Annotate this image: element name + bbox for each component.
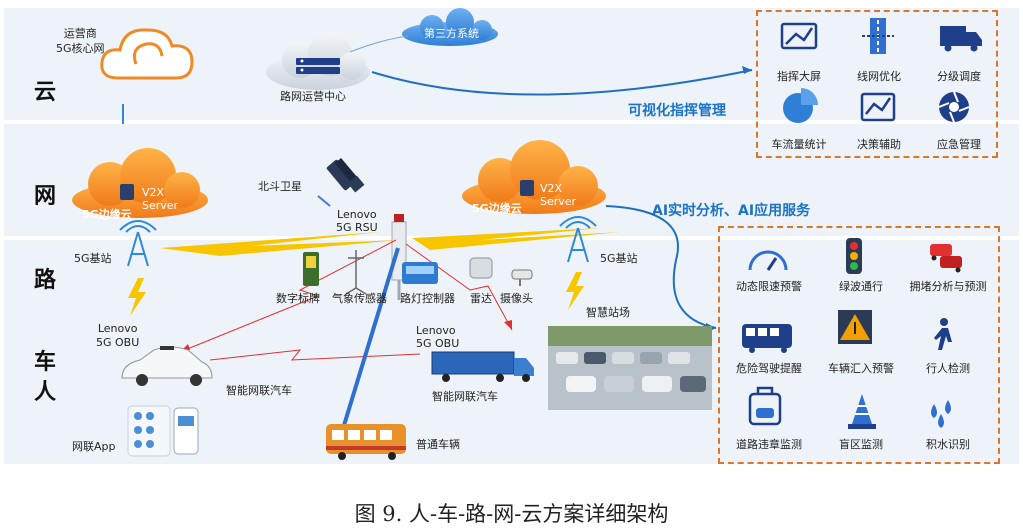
command-app-label: 决策辅助 [857,138,901,151]
wireless-bolt-right [412,228,620,250]
rsu-to-device-link [405,243,513,331]
ai-app-label: 车辆汇入预警 [828,362,894,375]
ai-app-label: 行人检测 [926,362,970,375]
device-label-digital-sign: 数字标牌 [276,292,320,305]
layer-label-cloud: 云 [34,80,57,105]
traffic-light-icon [846,238,862,274]
smart-station-label: 智慧站场 [586,306,630,319]
app-screens-icon [127,405,199,457]
warning-sign-icon [838,310,872,344]
edge-cloud-right-icon [462,140,606,214]
violation-camera-icon [748,386,782,426]
third-party-cloud-icon [402,8,498,46]
ops-to-third-party-line [349,35,409,53]
device-label-radar: 雷达 [470,292,492,305]
visual-command-label: 可视化指挥管理 [628,103,726,119]
connected-truck-label: 智能网联汽车 [432,390,498,403]
base-station-left-icon [119,220,157,267]
obu-right-label: Lenovo 5G OBU [416,324,460,350]
traffic-jam-icon [930,244,962,273]
ordinary-vehicle-label: 普通车辆 [416,438,460,451]
v2x-server-right-label: V2X Server [540,182,577,208]
ops-center-cloud-icon [266,32,370,90]
car-to-truck-link [209,349,421,361]
connected-car-label: 智能网联汽车 [226,384,292,397]
app-label: 网联App [72,440,116,453]
truck-icon [940,26,982,52]
ai-apps-box [718,226,1000,464]
third-party-label: 第三方系统 [424,27,479,40]
speedometer-icon [748,250,788,271]
ai-app-label: 盲区监测 [839,438,883,451]
edge-to-ai-link [605,205,717,329]
connected-truck-icon [431,351,534,382]
wireless-bolt-left [160,232,400,256]
ordinary-bus-icon [326,424,406,460]
ai-app-label: 拥堵分析与预测 [909,280,987,293]
water-drop-icon [931,400,951,428]
obu-left-label: Lenovo 5G OBU [96,322,140,349]
carrier-core-cloud-icon [100,28,194,80]
ops-to-command-link [371,69,753,96]
shutter-icon [938,91,970,123]
dashboard-screen-icon [780,22,818,50]
v2x-server-left-label: V2X Server [142,186,179,212]
bolt-icon-right [566,272,584,310]
ai-app-label: 动态限速预警 [736,280,802,293]
pedestrian-icon [934,318,952,350]
layer-label-vehicle-person: 车 人 [34,350,57,405]
beidou-satellite-icon [317,157,365,207]
command-app-label: 应急管理 [937,138,981,151]
line-chart-icon [860,92,896,122]
edge-cloud-left-label: 5G边缘云 [82,208,132,221]
rsu-to-car-link [179,239,397,353]
smart-station-lot-image [548,326,712,410]
edge-cloud-right-label: 5G边缘云 [472,202,522,215]
command-app-label: 分级调度 [937,70,981,83]
ai-services-label: AI实时分析、AI应用服务 [652,203,811,219]
ai-app-label: 危险驾驶提醒 [736,362,802,375]
device-label-weather-sensor: 气象传感器 [332,292,387,305]
edge-cloud-left-icon [72,148,208,218]
figure-caption: 图 9. 人-车-路-网-云方案详细架构 [354,502,669,526]
bolt-icon-left [128,278,146,316]
command-app-label: 指挥大屏 [777,70,821,83]
layer-label-network: 网 [34,184,57,209]
connected-car-icon [121,346,213,386]
device-label-camera: 摄像头 [500,292,533,305]
ai-app-label: 积水识别 [926,438,970,451]
carrier-core-label: 运营商 5G核心网 [56,27,105,55]
beidou-label: 北斗卫星 [258,180,302,193]
rsu-label: Lenovo 5G RSU [336,208,378,234]
device-label-light-controller: 路灯控制器 [400,292,455,305]
camera-icon [511,269,533,286]
ops-center-label: 路网运营中心 [280,90,346,103]
ai-app-label: 绿波通行 [839,280,883,293]
traffic-cone-icon [848,394,876,429]
bus-to-rsu-link [340,247,400,433]
command-apps-box [756,10,998,158]
base-station-right-icon [559,216,597,263]
pie-chart-icon [783,88,818,123]
base-station-left-label: 5G基站 [74,252,112,265]
digital-sign-icon [303,252,319,286]
weather-sensor-icon [345,250,367,295]
street-light-controller-icon [402,262,438,284]
base-station-right-label: 5G基站 [600,252,638,265]
bus-icon [742,324,792,353]
command-app-label: 车流量统计 [771,138,827,151]
command-app-label: 线网优化 [857,70,901,83]
ai-app-label: 道路违章监测 [736,438,802,451]
radar-icon [469,257,493,279]
layer-label-road: 路 [34,268,57,293]
road-line-icon [862,18,894,54]
